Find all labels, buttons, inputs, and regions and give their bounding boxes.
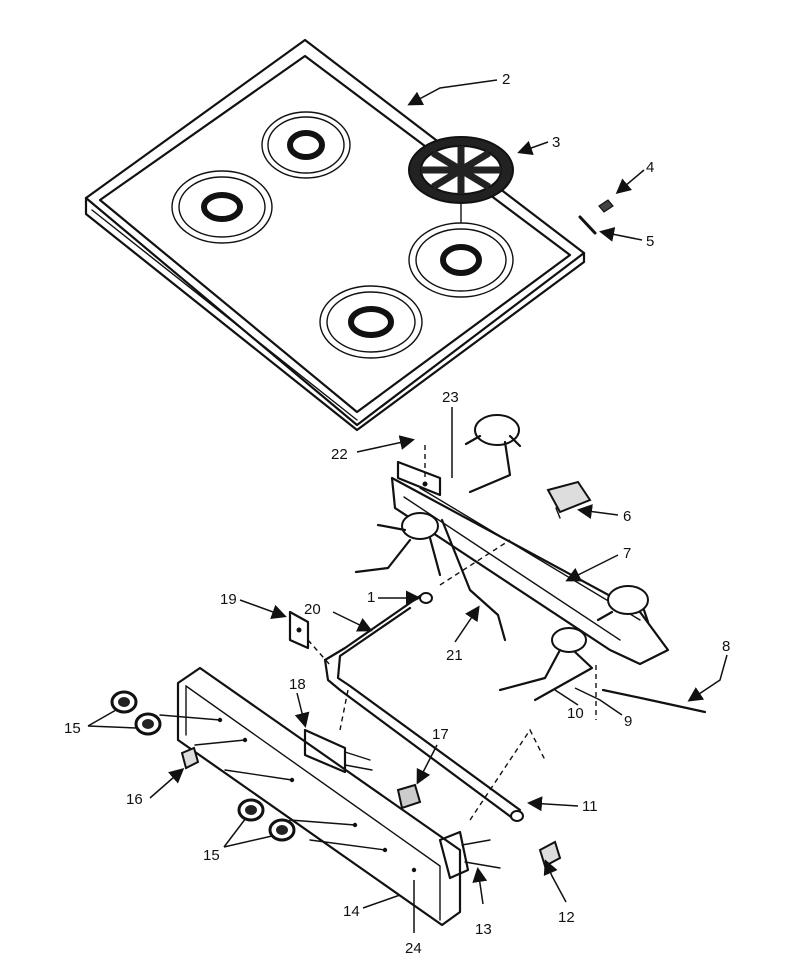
callout-23: 23 (442, 389, 459, 406)
callout-14: 14 (343, 903, 360, 920)
callout-labels: 2 3 4 5 6 7 8 9 10 11 12 13 14 15 15 16 … (64, 71, 730, 957)
small-clip (578, 215, 597, 235)
spring-clip (538, 840, 562, 868)
callout-9: 9 (624, 713, 632, 730)
burner-rear-left (261, 111, 351, 179)
burner-front-left (171, 170, 273, 244)
valve-assembly (303, 689, 546, 880)
control-knob (134, 712, 162, 736)
callout-17: 17 (432, 726, 449, 743)
burner-tube-assembly (354, 414, 707, 720)
callout-8: 8 (722, 638, 730, 655)
callout-16: 16 (126, 791, 143, 808)
burner-rear-right (408, 222, 514, 298)
callout-3: 3 (552, 134, 560, 151)
leader-lines (87, 79, 728, 933)
callout-24: 24 (405, 940, 422, 957)
callout-12: 12 (558, 909, 575, 926)
callout-6: 6 (623, 508, 631, 525)
small-screw (598, 199, 614, 213)
callout-20: 20 (304, 601, 321, 618)
burner-front-right (319, 285, 423, 359)
callout-18: 18 (289, 676, 306, 693)
gas-manifold-pipe (323, 592, 524, 822)
callout-22: 22 (331, 446, 348, 463)
callout-4: 4 (646, 159, 654, 176)
callout-11: 11 (582, 798, 598, 815)
callout-1: 1 (367, 589, 375, 606)
cooktop-top (84, 38, 586, 432)
callout-15-lower: 15 (203, 847, 220, 864)
callout-10: 10 (567, 705, 584, 722)
callout-21: 21 (446, 647, 463, 664)
callout-2: 2 (502, 71, 510, 88)
control-knob (110, 690, 138, 714)
control-knob (237, 798, 265, 822)
callout-7: 7 (623, 545, 631, 562)
callout-5: 5 (646, 233, 654, 250)
callout-15-upper: 15 (64, 720, 81, 737)
mounting-bracket (288, 610, 331, 666)
igniter-knob (180, 746, 200, 770)
control-knob (268, 818, 296, 842)
igniter-switch (396, 783, 422, 810)
callout-19: 19 (220, 591, 237, 608)
burner-grate (408, 136, 514, 223)
callout-13: 13 (475, 921, 492, 938)
control-panel (159, 666, 462, 927)
